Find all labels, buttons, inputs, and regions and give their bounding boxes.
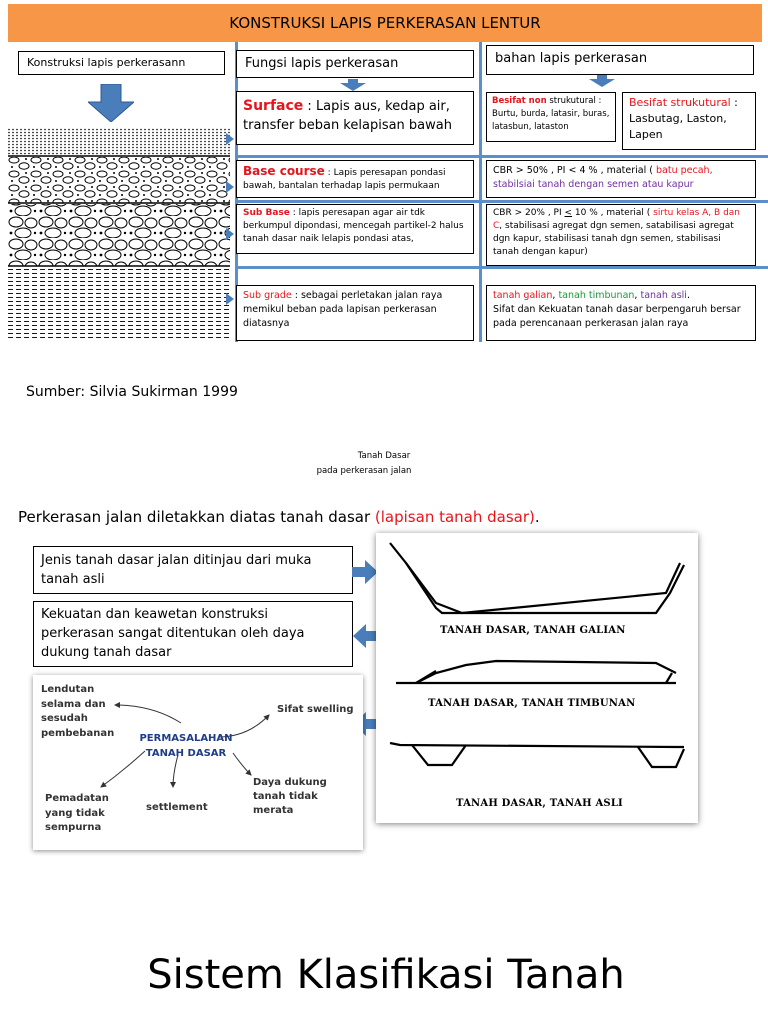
base-course-desc: : Lapis peresapan pondasi bawah, bantala… xyxy=(243,168,446,192)
structural-desc: : Lasbutag, Laston, Lapen xyxy=(629,96,738,141)
caption-subtitle: pada perkerasan jalan xyxy=(316,466,412,476)
subbase-material-b: 10 % , material ( xyxy=(572,208,654,218)
row-divider-1 xyxy=(235,155,768,158)
caption-tanah-galian: TANAH DASAR, TANAH GALIAN xyxy=(440,625,626,636)
arrow-down-icon xyxy=(88,84,134,122)
surface-structural-box: Besifat strukutural : Lasbutag, Laston, … xyxy=(622,92,756,150)
arrow-right-icon xyxy=(226,228,234,240)
arrow-down-small-icon xyxy=(589,75,615,87)
arrow-right-icon xyxy=(226,133,234,145)
subbase-function-box: Sub Base : lapis peresapan agar air tdk … xyxy=(236,204,474,254)
base-course-material-box: CBR > 50% , PI < 4 % , material ( batu p… xyxy=(486,160,756,198)
subbase-term: Sub Base xyxy=(243,208,290,218)
info-box-soil-type: Jenis tanah dasar jalan ditinjau dari mu… xyxy=(33,546,353,594)
subgrade-timbunan: tanah timbunan xyxy=(558,290,635,301)
caption-tanah-timbunan: TANAH DASAR, TANAH TIMBUNAN xyxy=(428,698,636,709)
structural-term: Besifat strukutural xyxy=(629,96,731,109)
row-divider-3 xyxy=(235,266,768,269)
subgrade-desc: : sebagai perletakan jalan raya memikul … xyxy=(243,290,443,329)
arrow-down-small-icon xyxy=(340,79,366,91)
subbase-material-a: CBR > 20% , PI xyxy=(493,208,565,218)
arrow-right-icon xyxy=(226,293,234,305)
intro-highlight: (lapisan tanah dasar) xyxy=(374,508,535,526)
mindmap-panel: PERMASALAHAN TANAH DASAR Lendutan selama… xyxy=(33,675,363,850)
source-citation: Sumber: Silvia Sukirman 1999 xyxy=(26,384,238,400)
subbase-material-box: CBR > 20% , PI < 10 % , material ( sirtu… xyxy=(486,204,756,266)
subbase-material-le: < xyxy=(564,208,573,218)
base-material-red: batu pecah, xyxy=(656,165,713,176)
intro-text: Perkerasan jalan diletakkan diatas tanah… xyxy=(18,508,540,526)
subgrade-function-box: Sub grade : sebagai perletakan jalan ray… xyxy=(236,285,474,341)
arrow-left-icon xyxy=(353,624,379,648)
nonstructural-term: Besifat non xyxy=(492,96,547,106)
subgrade-sep: , xyxy=(634,290,641,301)
surface-term: Surface xyxy=(243,98,304,114)
column-header-construction: Konstruksi lapis perkerasann xyxy=(18,51,225,75)
subgrade-asli: tanah asli xyxy=(640,290,687,301)
mindmap-node-daya-dukung: Daya dukung tanah tidak merata xyxy=(253,777,327,816)
column-header-material: bahan lapis perkerasan xyxy=(486,45,754,75)
base-material-text: CBR > 50% , PI < 4 % , material ( xyxy=(493,165,657,176)
subbase-material-rest: , stabilisasi agregat dgn semen, satabil… xyxy=(493,221,734,258)
header-bar xyxy=(8,4,762,42)
surface-nonstructural-box: Besifat non strukutural : Burtu, burda, … xyxy=(486,92,616,142)
subgrade-term: Sub grade xyxy=(243,290,292,301)
intro-main: Perkerasan jalan diletakkan diatas tanah… xyxy=(18,508,375,526)
pavement-layer-illustration xyxy=(8,128,230,340)
surface-function-box: Surface : Lapis aus, kedap air, transfer… xyxy=(236,91,474,145)
column-divider-right xyxy=(479,42,482,342)
surface-desc: : Lapis aus, kedap air, transfer beban k… xyxy=(243,99,452,133)
header-title: KONSTRUKSI LAPIS PERKERASAN LENTUR xyxy=(229,14,541,32)
mindmap-connectors xyxy=(100,702,270,788)
subgrade-material-rest: Sifat dan Kekuatan tanah dasar berpengar… xyxy=(493,303,741,329)
cross-section-panel: TANAH DASAR, TANAH GALIAN TANAH DASAR, T… xyxy=(376,533,698,823)
column-header-function: Fungsi lapis perkerasan xyxy=(236,50,474,78)
caption-tanah-asli: TANAH DASAR, TANAH ASLI xyxy=(456,798,623,809)
base-course-function-box: Base course : Lapis peresapan pondasi ba… xyxy=(236,160,474,198)
info-box-strength: Kekuatan dan keawetan konstruksi perkera… xyxy=(33,601,353,667)
subbase-material-red: sirtu kelas A, B dan C xyxy=(493,208,740,232)
subgrade-material-box: tanah galian, tanah timbunan, tanah asli… xyxy=(486,285,756,341)
mindmap-center-line2: TANAH DASAR xyxy=(145,748,227,759)
mindmap-node-swelling: Sifat swelling xyxy=(277,704,354,715)
nonstructural-desc: strukutural : Burtu, burda, latasir, bur… xyxy=(492,96,610,132)
cross-section-drawings xyxy=(389,542,686,769)
footer-title: Sistem Klasifikasi Tanah xyxy=(147,952,625,998)
arrow-right-icon xyxy=(352,560,378,584)
mindmap-node-lendutan: Lendutan selama dan sesudah pembebanan xyxy=(41,684,115,739)
mindmap-node-pemadatan: Pemadatan yang tidak sempurna xyxy=(45,793,109,833)
mindmap-node-settlement: settlement xyxy=(146,802,208,813)
mindmap-center-line1: PERMASALAHAN xyxy=(139,733,233,744)
base-material-purple: stabilsiai tanah dengan semen atau kapur xyxy=(493,178,694,190)
subgrade-dot: . xyxy=(686,290,690,301)
subgrade-sep: , xyxy=(552,290,559,301)
base-course-term: Base course xyxy=(243,164,325,178)
intro-end: . xyxy=(534,508,540,526)
arrow-right-icon xyxy=(226,181,234,193)
row-divider-2 xyxy=(235,200,768,203)
subbase-desc: : lapis peresapan agar air tdk berkumpul… xyxy=(243,208,464,245)
subgrade-galian: tanah galian xyxy=(493,290,553,301)
caption-title: Tanah Dasar xyxy=(357,451,411,461)
